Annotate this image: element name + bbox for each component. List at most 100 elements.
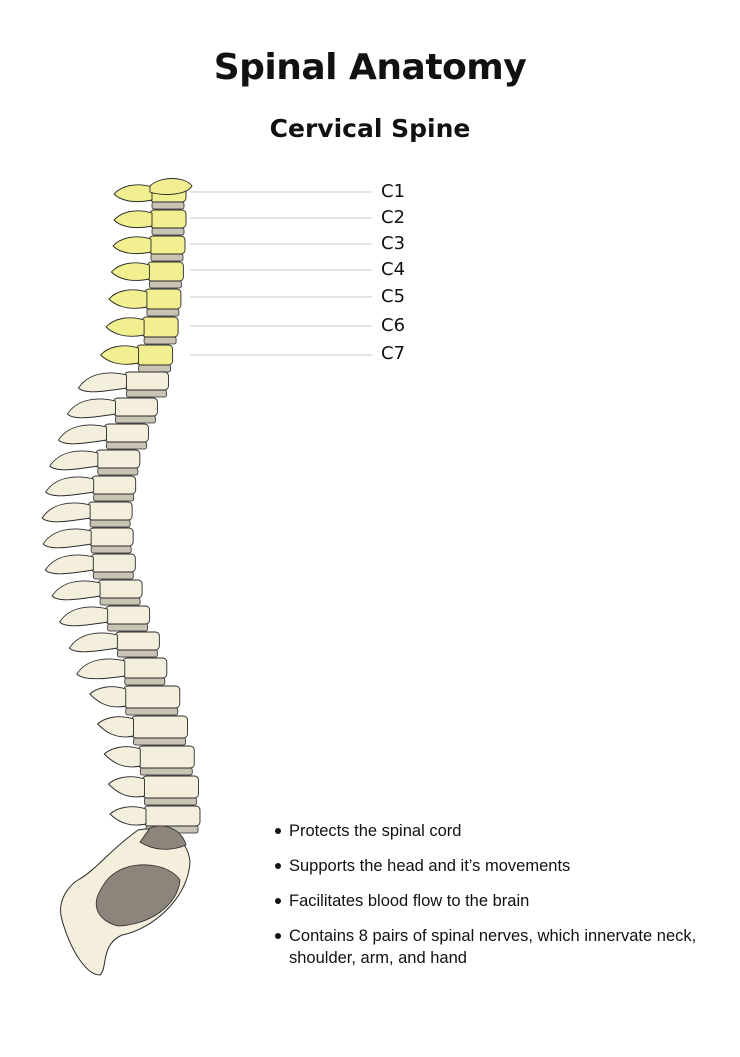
fact-item: Facilitates blood flow to the brain [273, 890, 733, 912]
spinous-process [41, 502, 91, 523]
atlas-cap [149, 178, 193, 195]
spinous-process [89, 686, 127, 708]
spinous-process [44, 554, 94, 575]
vertebral-body [91, 475, 137, 495]
vertebra-c7 [99, 344, 174, 373]
spinous-process [107, 776, 145, 798]
vertebral-body [114, 631, 160, 651]
spinous-process [105, 317, 145, 337]
spinous-process [113, 184, 153, 203]
intervertebral-disc [151, 201, 185, 210]
intervertebral-disc [125, 707, 179, 716]
vertebra-thoracic [57, 423, 149, 450]
spinous-process [99, 345, 140, 365]
spinous-process [45, 476, 95, 497]
vertebra-thoracic [77, 371, 169, 398]
intervertebral-disc [148, 280, 182, 289]
vertebra-thoracic [49, 449, 141, 476]
label-c2: C2 [381, 207, 406, 228]
intervertebral-disc [99, 597, 141, 606]
vertebra-lumbar [109, 805, 201, 834]
page-subtitle: Cervical Spine [269, 114, 471, 143]
spinous-process [49, 450, 99, 471]
vertebra-thoracic [66, 397, 158, 424]
vertebral-body [112, 397, 158, 417]
vertebra-lumbar [107, 775, 199, 806]
vertebral-body [137, 745, 195, 769]
spinous-process [59, 606, 109, 627]
intervertebral-disc [116, 649, 158, 658]
intervertebral-disc [107, 623, 149, 632]
vertebral-body [146, 261, 184, 282]
intervertebral-disc [89, 519, 131, 528]
vertebral-body [136, 344, 174, 366]
label-c7: C7 [381, 343, 406, 364]
vertebral-body [131, 715, 188, 739]
spinous-process [113, 210, 153, 229]
intervertebral-disc [124, 677, 166, 686]
vertebra-lumbar [89, 685, 181, 716]
spinous-process [112, 236, 152, 255]
vertebra-thoracic [45, 475, 137, 502]
label-c5: C5 [381, 286, 406, 307]
spinous-process [57, 424, 107, 445]
intervertebral-disc [106, 441, 147, 450]
intervertebral-disc [93, 493, 135, 502]
page-title: Spinal Anatomy [213, 47, 527, 88]
intervertebral-disc [97, 467, 139, 476]
intervertebral-disc [144, 797, 197, 806]
spinous-process [96, 716, 134, 738]
intervertebral-disc [90, 545, 132, 554]
vertebra-thoracic [68, 631, 160, 658]
spinous-process [51, 580, 101, 601]
spinous-process [77, 372, 127, 393]
vertebra-thoracic [59, 605, 151, 632]
vertebra-c5 [108, 288, 182, 317]
vertebral-body [123, 685, 181, 709]
intervertebral-disc [151, 227, 185, 236]
vertebral-body [105, 605, 151, 625]
vertebral-body [149, 209, 187, 229]
vertebral-body [122, 657, 168, 679]
vertebral-body [141, 316, 179, 338]
intervertebral-disc [143, 336, 177, 345]
sacrum-shadow [95, 864, 181, 927]
fact-item: Protects the spinal cord [273, 820, 733, 842]
intervertebral-disc [150, 253, 184, 262]
intervertebral-disc [133, 737, 186, 746]
lumbosacral-disc [139, 825, 187, 850]
facts-list: Protects the spinal cord Supports the he… [273, 820, 733, 982]
label-c1: C1 [381, 181, 406, 202]
intervertebral-disc [139, 767, 193, 776]
vertebral-body [95, 449, 141, 469]
spinal-column [41, 178, 201, 976]
vertebral-body [124, 371, 169, 391]
vertebral-body [87, 501, 133, 521]
vertebra-thoracic [76, 657, 168, 686]
vertebral-body [142, 775, 199, 799]
intervertebral-disc [115, 415, 156, 424]
vertebra-c2 [113, 209, 187, 236]
vertebral-body [148, 235, 186, 255]
spinous-process [66, 398, 116, 419]
vertebral-body [143, 805, 201, 827]
spinous-process [42, 528, 92, 549]
vertebra-c6 [105, 316, 179, 345]
vertebral-body [88, 527, 134, 547]
spinous-process [76, 658, 126, 680]
label-c4: C4 [381, 259, 406, 280]
intervertebral-disc [138, 364, 172, 373]
vertebra-thoracic [42, 527, 134, 554]
vertebra-thoracic [41, 501, 133, 528]
vertebra-c3 [112, 235, 186, 262]
label-leaders [190, 191, 372, 356]
spinous-process [110, 262, 150, 281]
spinous-process [68, 632, 118, 653]
spinous-process [108, 289, 148, 309]
intervertebral-disc [146, 308, 180, 317]
vertebral-body [97, 579, 143, 599]
vertebra-lumbar [96, 715, 188, 746]
spinous-process [103, 746, 141, 768]
vertebra-thoracic [44, 553, 136, 580]
